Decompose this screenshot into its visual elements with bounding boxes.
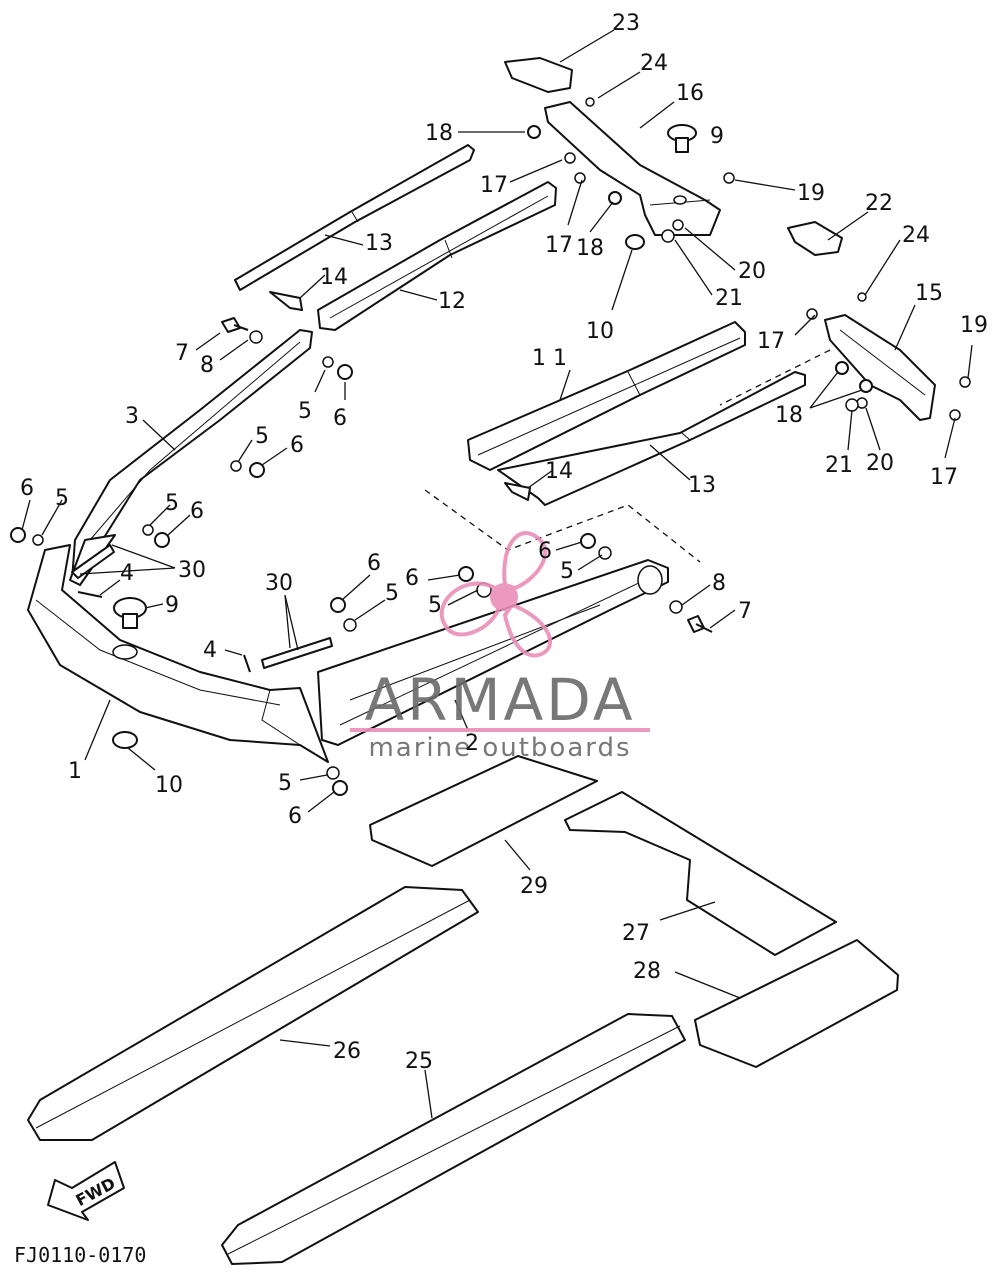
callout-10: 10	[155, 773, 183, 798]
rail-11	[467, 321, 746, 471]
callout-20: 20	[738, 259, 766, 284]
callout-19: 19	[797, 181, 825, 206]
callout-22: 22	[865, 191, 893, 216]
callout-6: 6	[367, 551, 381, 576]
bumper-1	[27, 544, 329, 763]
callout-24: 24	[640, 51, 668, 76]
diagram-code: FJ0110-0170	[14, 1243, 146, 1267]
callout-1: 1	[68, 759, 82, 784]
watermark-tagline: marine outboards	[368, 733, 631, 763]
callout-29: 29	[520, 874, 548, 899]
rail-2	[317, 559, 669, 746]
hardware	[10, 97, 971, 796]
callout-6: 6	[190, 499, 204, 524]
cap-22	[787, 221, 843, 256]
callout-8: 8	[200, 353, 214, 378]
callout-14: 14	[320, 265, 348, 290]
callout-19: 19	[960, 313, 988, 338]
callout-5: 5	[298, 399, 312, 424]
callout-17: 17	[930, 465, 958, 490]
callout-5: 5	[428, 593, 442, 618]
callout-30: 30	[265, 571, 293, 596]
callout-18: 18	[425, 121, 453, 146]
mat-26	[27, 886, 479, 1141]
callout-14: 14	[545, 459, 573, 484]
rail-12	[317, 181, 557, 331]
callout-24: 24	[902, 223, 930, 248]
callout-6: 6	[538, 539, 552, 564]
callout-17: 17	[545, 233, 573, 258]
callout-18: 18	[576, 236, 604, 261]
callout-5: 5	[560, 559, 574, 584]
callout-12: 12	[438, 289, 466, 314]
mat-28	[694, 939, 899, 1068]
callout-2: 2	[465, 731, 479, 756]
propeller-logo-icon	[439, 531, 553, 658]
callout-9: 9	[710, 124, 724, 149]
callout-26: 26	[333, 1039, 361, 1064]
callout-6: 6	[290, 433, 304, 458]
callout-4: 4	[120, 561, 134, 586]
callout-5: 5	[385, 581, 399, 606]
fwd-arrow-icon: FWD	[47, 1161, 125, 1221]
callout-5: 5	[255, 424, 269, 449]
callout-30: 30	[178, 558, 206, 583]
callout-6: 6	[405, 566, 419, 591]
callout-15: 15	[915, 281, 943, 306]
callout-17: 17	[480, 173, 508, 198]
callout-21: 21	[715, 286, 743, 311]
callout-11: 1 1	[532, 346, 567, 371]
callout-9: 9	[165, 593, 179, 618]
callout-21: 21	[825, 453, 853, 478]
callout-17: 17	[757, 329, 785, 354]
watermark-brand: ARMADA	[364, 666, 635, 734]
callout-27: 27	[622, 921, 650, 946]
callout-5: 5	[278, 771, 292, 796]
callout-7: 7	[738, 599, 752, 624]
callout-5: 5	[165, 491, 179, 516]
callout-25: 25	[405, 1049, 433, 1074]
callout-5: 5	[55, 486, 69, 511]
strip-13-upper	[234, 144, 475, 291]
callout-3: 3	[125, 404, 139, 429]
watermark-divider	[350, 728, 650, 732]
callout-13: 13	[365, 231, 393, 256]
alignment-lines	[424, 349, 831, 563]
callouts: 23 24 16 9 18 17 17 18 19 22 24 20 21 10…	[20, 11, 988, 1074]
callout-7: 7	[175, 341, 189, 366]
leader-lines	[21, 29, 973, 1119]
mat-29	[369, 755, 598, 867]
mat-25	[221, 1013, 686, 1265]
callout-10: 10	[586, 319, 614, 344]
callout-20: 20	[866, 451, 894, 476]
watermark-logo: ARMADA marine outboards	[350, 531, 650, 763]
strip-13-lower	[497, 371, 806, 506]
callout-28: 28	[633, 959, 661, 984]
callout-4: 4	[203, 638, 217, 663]
callout-8: 8	[712, 571, 726, 596]
callout-6: 6	[20, 476, 34, 501]
cap-23	[504, 57, 573, 93]
callout-6: 6	[333, 406, 347, 431]
bracket-15	[824, 314, 936, 421]
callout-6: 6	[288, 804, 302, 829]
bracket-16	[544, 101, 721, 236]
mat-27	[564, 791, 837, 956]
callout-23: 23	[612, 11, 640, 36]
callout-16: 16	[676, 81, 704, 106]
callout-18: 18	[775, 403, 803, 428]
callout-13: 13	[688, 473, 716, 498]
